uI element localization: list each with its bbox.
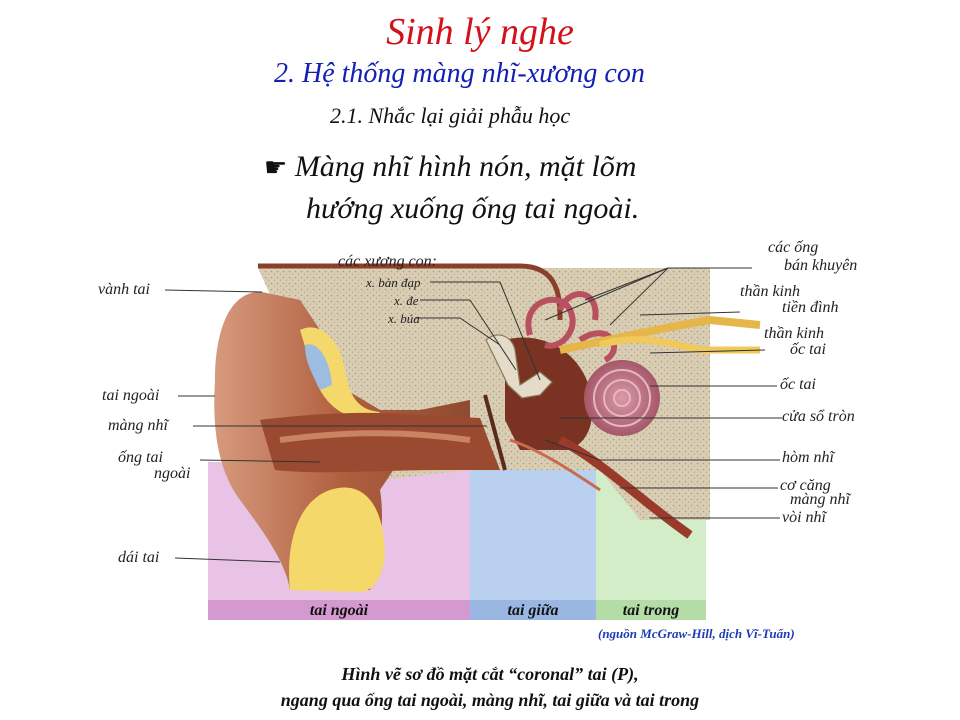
label-cac-ong: các ống <box>768 239 819 256</box>
label-mang-nhi: màng nhĩ <box>108 417 168 434</box>
label-x-de: x. đe <box>394 293 419 308</box>
label-tien-dinh: tiền đình <box>782 299 839 316</box>
label-ong-tai-1: ống tai <box>118 449 163 466</box>
region-middle-label: tai giữa <box>508 602 559 619</box>
label-than-kinh-2: thần kinh <box>764 325 824 342</box>
label-cua-so-tron: cửa sổ tròn <box>782 408 855 425</box>
label-voi-nhi: vòi nhĩ <box>782 509 826 526</box>
bullet-line-2: hướng xuống ống tai ngoài. <box>306 192 640 225</box>
pointing-hand-icon: ☛ <box>264 153 288 182</box>
label-ban-khuyen: bán khuyên <box>784 257 858 274</box>
label-co-cang: cơ căng <box>780 477 831 494</box>
region-inner-label: tai trong <box>623 602 679 619</box>
label-x-bua: x. búa <box>388 311 420 326</box>
vestibular-nerve <box>559 315 761 354</box>
region-outer-label: tai ngoài <box>310 602 369 619</box>
caption-line-1: Hình vẽ sơ đồ mặt cắt “coronal” tai (P), <box>341 664 639 684</box>
label-vanh-tai: vành tai <box>98 281 150 298</box>
label-mang-nhi-right: màng nhĩ <box>790 491 850 508</box>
eustachian-tube <box>557 435 693 539</box>
label-oc-tai-nerve: ốc tai <box>790 341 826 358</box>
label-ong-tai-2: ngoài <box>154 465 191 482</box>
label-than-kinh-1: thần kinh <box>740 283 800 300</box>
region-middle-bar <box>470 600 596 620</box>
ossicles <box>485 334 553 399</box>
slide-subtitle: 2. Hệ thống màng nhĩ-xương con <box>274 58 645 89</box>
label-hom-nhi: hòm nhĩ <box>782 449 834 466</box>
region-outer-bar <box>208 600 470 620</box>
label-dai-tai: dái tai <box>118 549 160 566</box>
bullet-line-1: ☛ Màng nhĩ hình nón, mặt lõm <box>264 150 636 184</box>
bullet-text-1: Màng nhĩ hình nón, mặt lõm <box>294 150 637 183</box>
region-inner-bar <box>596 600 706 620</box>
source-credit: (nguồn McGraw-Hill, dịch Vĩ-Tuấn) <box>598 626 795 641</box>
slide-title: Sinh lý nghe <box>386 11 574 53</box>
caption-line-2: ngang qua ống tai ngoài, màng nhĩ, tai g… <box>280 690 700 710</box>
label-oc-tai: ốc tai <box>780 376 816 393</box>
middle-ear-cavity <box>505 337 593 450</box>
ear-canal <box>260 412 500 473</box>
cochlea <box>584 360 660 436</box>
label-ban-dap: x. bàn đạp <box>366 275 421 290</box>
region-middle-band <box>470 462 596 600</box>
section-heading: 2.1. Nhắc lại giải phẫu học <box>330 103 571 128</box>
cartilage-fat <box>289 487 385 592</box>
eardrum <box>483 394 507 471</box>
label-ossicles-header: các xương con: <box>338 253 437 270</box>
label-tai-ngoai: tai ngoài <box>102 387 160 404</box>
